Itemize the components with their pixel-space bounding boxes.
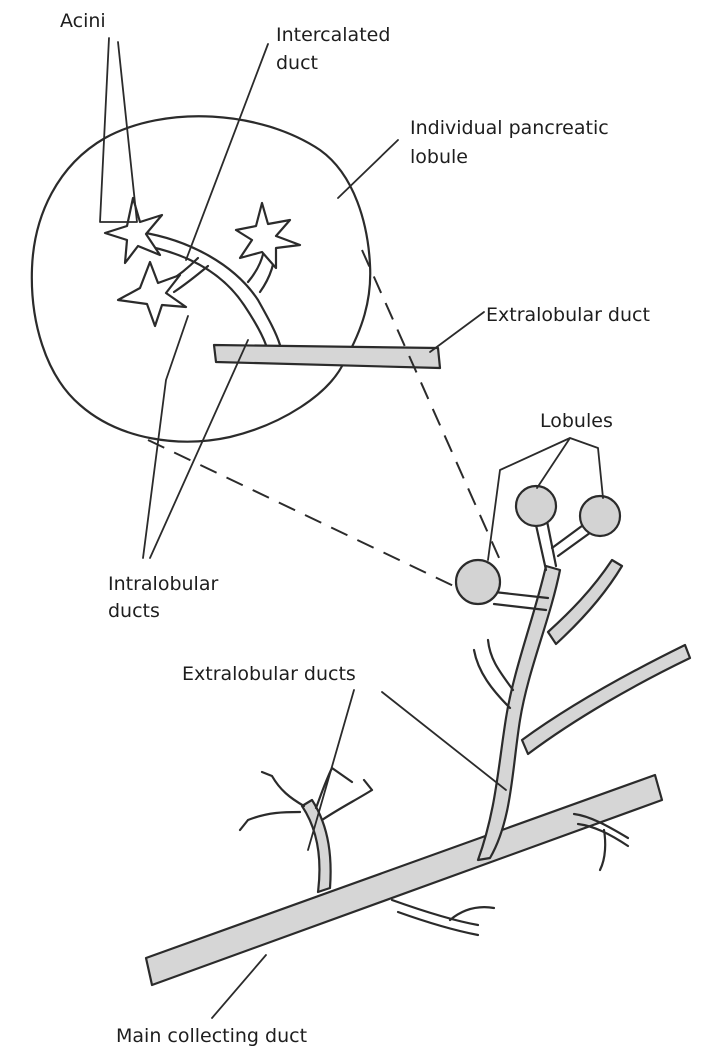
acinus-star-2: [118, 262, 186, 326]
label-acini: Acini: [60, 10, 106, 32]
label-main-collecting-duct: Main collecting duct: [116, 1025, 307, 1047]
leader-extralobular-duct: [430, 312, 484, 352]
label-extralobular-duct: Extralobular duct: [486, 304, 650, 326]
leader-lines: [100, 38, 603, 1018]
acinus-star-1: [105, 198, 162, 263]
intercalated-duct-branch-inner: [174, 266, 208, 292]
extralobular-duct-segment: [214, 345, 440, 368]
label-intralobular-line2: ducts: [108, 600, 160, 622]
label-intercalated-line1: Intercalated: [276, 24, 390, 46]
left-branch-duct: [302, 800, 331, 892]
label-lobule-line1: Individual pancreatic: [410, 117, 609, 139]
main-collecting-duct: [146, 775, 662, 985]
extralobular-duct-left-spur: [474, 640, 513, 708]
lobule-circle-1: [456, 560, 500, 604]
label-lobule-line2: lobule: [410, 146, 468, 168]
lobule-circle-3: [580, 496, 620, 536]
leader-acini: [100, 38, 137, 222]
left-branch-fork: [240, 768, 372, 830]
projection-line-top: [362, 250, 500, 560]
label-intralobular-line1: Intralobular: [108, 573, 218, 595]
acinus-star-3: [236, 203, 300, 268]
label-extralobular-ducts: Extralobular ducts: [182, 663, 356, 685]
projection-line-bottom: [148, 440, 462, 590]
lobule-detail: [32, 116, 440, 441]
leader-extralobular-ducts: [308, 690, 506, 850]
leader-main-duct: [212, 955, 266, 1018]
label-lobules: Lobules: [540, 410, 613, 432]
extralobular-duct-right: [522, 645, 690, 754]
lower-branch-duct: [392, 900, 494, 935]
lobule-outline: [32, 116, 370, 441]
duct-tree: [146, 486, 690, 985]
lobule-circle-2: [516, 486, 556, 526]
label-intercalated-line2: duct: [276, 52, 318, 74]
leader-lobule: [338, 140, 398, 198]
